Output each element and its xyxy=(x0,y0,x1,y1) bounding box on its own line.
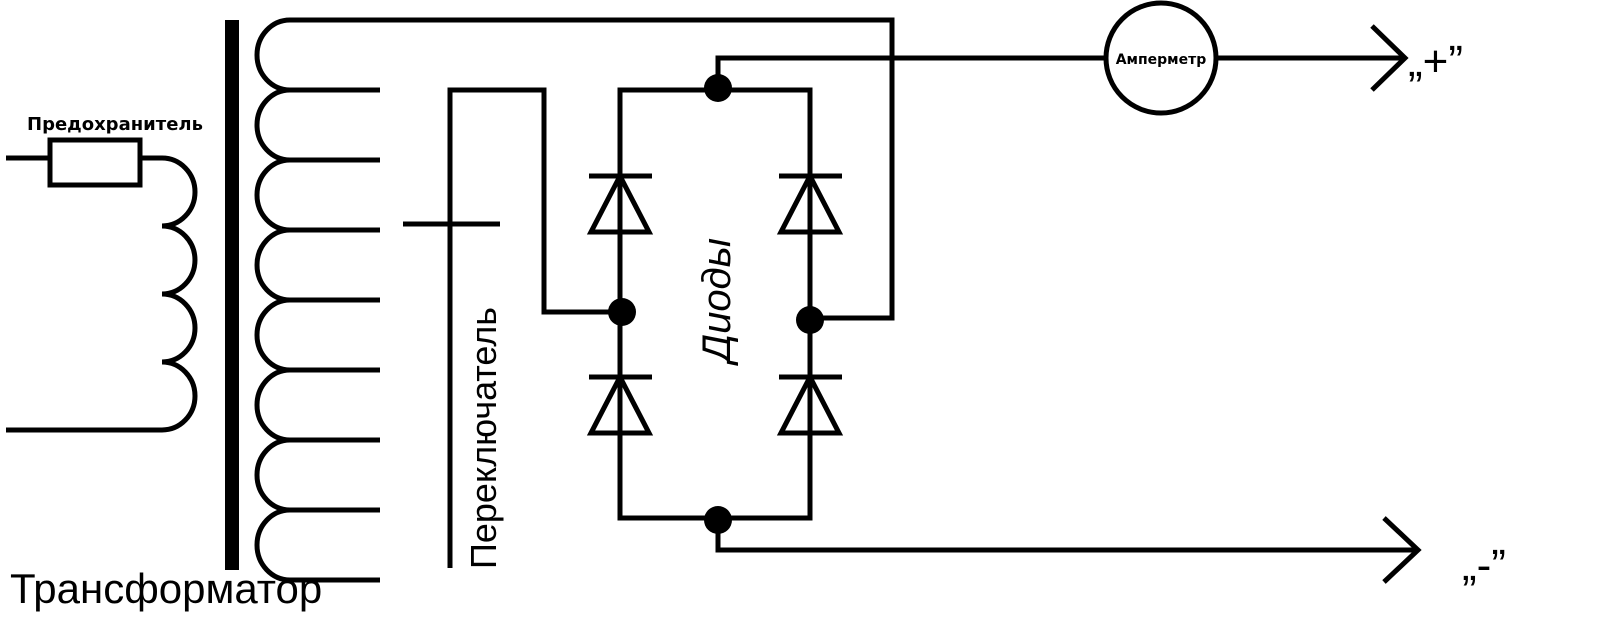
positive-arrow xyxy=(1370,24,1409,92)
transformer-label: Трансформатор xyxy=(10,565,322,612)
fuse-symbol xyxy=(47,137,143,188)
switch-label: Переключатель xyxy=(463,307,504,569)
switch-symbol xyxy=(403,87,622,568)
positive-wire xyxy=(715,55,1106,88)
ammeter-label: Амперметр xyxy=(1116,52,1207,68)
junction-dot-left xyxy=(608,298,636,326)
negative-terminal-label: „-” xyxy=(1462,541,1506,590)
negative-wire xyxy=(715,520,1416,553)
diode-top-right xyxy=(776,170,844,235)
diode-bottom-left xyxy=(586,371,654,436)
diodes-label: Диоды xyxy=(695,238,739,366)
secondary-winding xyxy=(254,17,380,583)
junction-dot-right xyxy=(796,306,824,334)
positive-terminal-label: „+” xyxy=(1408,37,1463,86)
primary-winding xyxy=(6,155,198,433)
diode-top-left xyxy=(586,170,654,235)
fuse-label: Предохранитель xyxy=(27,114,203,135)
top-wire xyxy=(290,17,895,321)
negative-arrow xyxy=(1382,516,1422,584)
diode-bottom-right xyxy=(776,371,844,436)
